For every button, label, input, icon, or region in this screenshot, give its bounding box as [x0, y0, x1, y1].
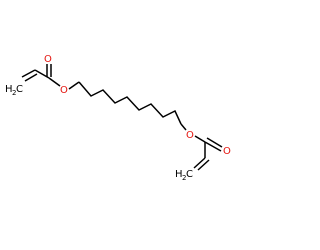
bond-c10-oester-bottom [180, 123, 187, 131]
bond-ch2-ch-top [21, 69, 36, 78]
bond-c-o-bottom-2 [206, 137, 223, 148]
structure-canvas: O O O O H 2 C H 2 C [5, 54, 231, 182]
bond-c-o-bottom-1 [204, 141, 222, 152]
atom-ch2-top: H 2 C [5, 84, 23, 97]
atom-ch2-bottom-subscript: 2 [182, 174, 186, 182]
atom-ch2-top-subscript: 2 [12, 89, 16, 97]
bond-c-oester-top [48, 77, 61, 87]
atom-ch2-top-c: C [16, 84, 23, 95]
atom-o-carbonyl-bottom: O [223, 146, 231, 157]
atom-ch2-bottom-c: C [186, 169, 193, 180]
atom-ch2-bottom-h: H [175, 169, 183, 180]
bond-oester-c-bottom [194, 135, 206, 143]
bond-oester-c1 [68, 81, 80, 90]
bond-ch2-ch-top-double [24, 73, 38, 82]
decyl-chain [78, 81, 182, 125]
bond-ch-ch2-bottom [193, 157, 206, 169]
bond-ch-ch2-bottom-double [197, 159, 210, 171]
atom-o-ester-top: O [60, 85, 68, 96]
atom-ch2-bottom: H 2 C [175, 169, 193, 182]
atom-ch2-top-h: H [5, 84, 13, 95]
atom-o-ester-bottom: O [186, 130, 194, 141]
molecule-diagram: O O O O H 2 C H 2 C [5, 54, 231, 182]
atom-o-carbonyl-top: O [44, 54, 52, 65]
